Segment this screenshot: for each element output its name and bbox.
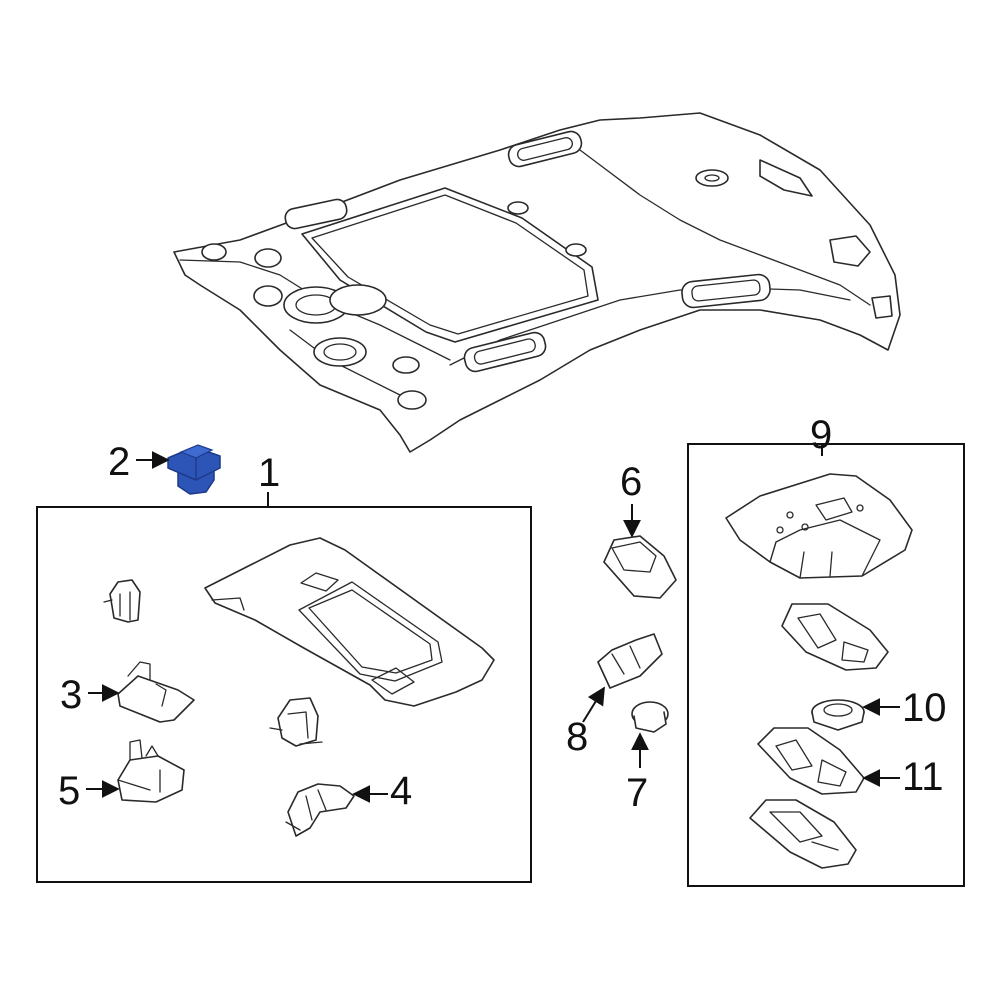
part-6-lamp-lens[interactable] bbox=[603, 535, 677, 599]
callout-4: 4 bbox=[390, 769, 412, 813]
visor-holder-clip[interactable] bbox=[103, 579, 141, 623]
callout-10: 10 bbox=[902, 686, 947, 730]
overhead-console-base[interactable] bbox=[725, 473, 913, 579]
headliner-handle-recesses bbox=[284, 130, 871, 373]
callout-9: 9 bbox=[810, 413, 832, 457]
console-cover-panel[interactable] bbox=[749, 799, 857, 869]
callout-6: 6 bbox=[620, 460, 642, 504]
part-8-switch[interactable] bbox=[597, 633, 663, 689]
visor-retainer-clip[interactable] bbox=[269, 697, 323, 747]
callout-5: 5 bbox=[58, 769, 80, 813]
group-box-1 bbox=[36, 506, 532, 883]
callout-1: 1 bbox=[258, 451, 280, 495]
part-3-clip[interactable] bbox=[117, 661, 195, 723]
callout-2: 2 bbox=[108, 440, 130, 484]
part-4-hook[interactable] bbox=[285, 783, 355, 837]
sun-visor[interactable] bbox=[204, 537, 495, 707]
headliner-console-recesses bbox=[201, 169, 893, 410]
callout-8: 8 bbox=[566, 715, 588, 759]
part-5-bracket[interactable] bbox=[117, 739, 185, 803]
callout-7: 7 bbox=[626, 771, 648, 815]
part-7-plug[interactable] bbox=[631, 701, 669, 733]
part-11-lens-cover[interactable] bbox=[757, 727, 865, 795]
callout-11: 11 bbox=[902, 755, 944, 799]
callout-3: 3 bbox=[60, 673, 82, 717]
leader-8 bbox=[582, 686, 605, 723]
part-10-grommet[interactable] bbox=[811, 699, 865, 731]
part-2-clip[interactable] bbox=[167, 444, 221, 495]
console-lamp-housing[interactable] bbox=[781, 603, 889, 671]
group-box-9 bbox=[687, 443, 965, 887]
